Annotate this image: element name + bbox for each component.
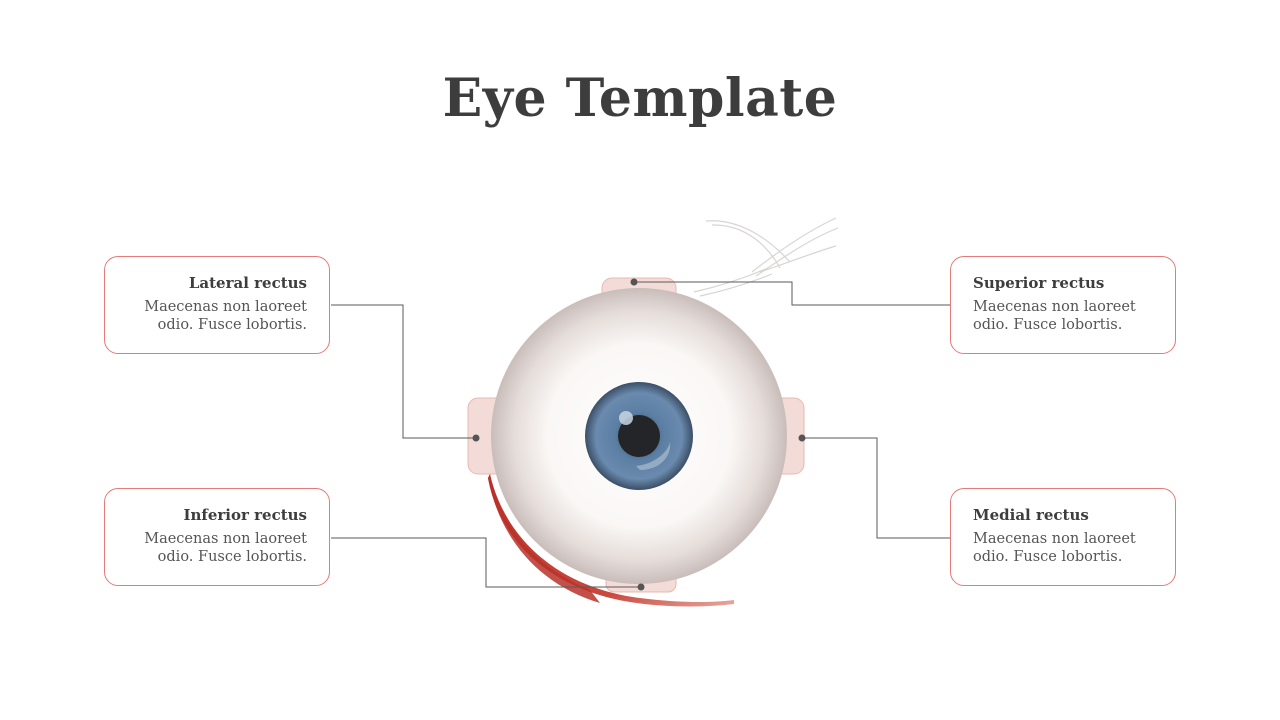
connector-superior [634, 281, 950, 306]
card-body: Maecenas non laoreet odio. Fusce loborti… [973, 531, 1136, 565]
connector-medial [802, 437, 950, 539]
iris-reflection [636, 442, 671, 470]
card-body: Maecenas non laoreet odio. Fusce loborti… [973, 299, 1136, 333]
card-title: Inferior rectus [183, 506, 307, 524]
card-body: Maecenas non laoreet odio. Fusce loborti… [144, 299, 307, 333]
dot-superior [630, 278, 638, 286]
nerve-fibers [693, 217, 839, 297]
card-lateral-rectus: Lateral rectus Maecenas non laoreet odio… [104, 256, 330, 354]
dot-medial [798, 434, 806, 442]
pupil [618, 415, 660, 457]
connector-lateral [331, 304, 476, 439]
card-title: Superior rectus [973, 274, 1105, 292]
iris-highlight [619, 411, 633, 425]
card-inferior-rectus: Inferior rectus Maecenas non laoreet odi… [104, 488, 330, 586]
card-superior-rectus: Superior rectus Maecenas non laoreet odi… [950, 256, 1176, 354]
dot-lateral [472, 434, 480, 442]
connector-dots [472, 278, 806, 591]
page-title: Eye Template [442, 68, 838, 129]
connectors [331, 281, 950, 588]
card-title: Medial rectus [973, 506, 1089, 524]
connector-inferior [331, 537, 641, 588]
card-body: Maecenas non laoreet odio. Fusce loborti… [144, 531, 307, 565]
dot-inferior [637, 583, 645, 591]
card-medial-rectus: Medial rectus Maecenas non laoreet odio.… [950, 488, 1176, 586]
card-title: Lateral rectus [188, 274, 307, 292]
